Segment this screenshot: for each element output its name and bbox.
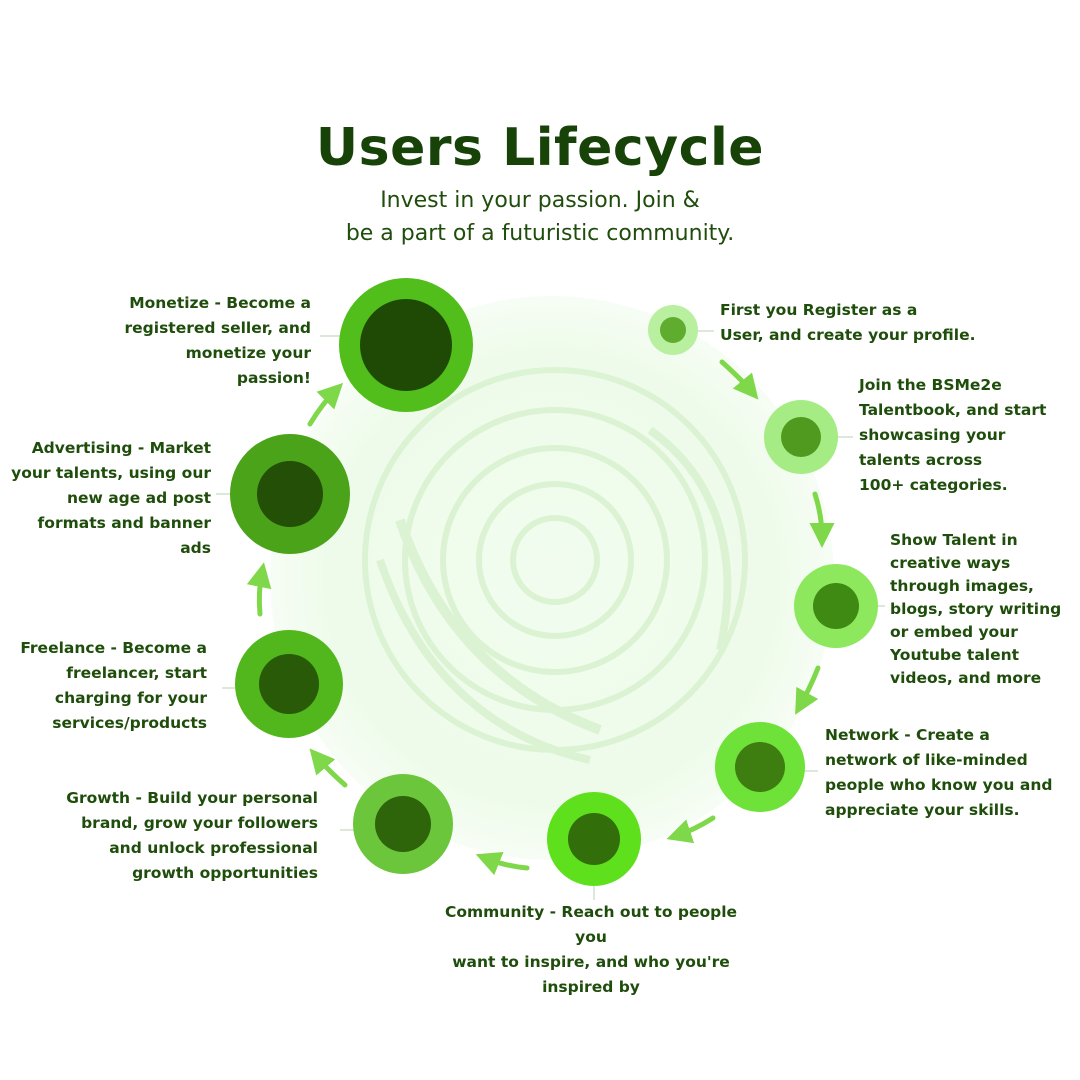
subtitle-line-1: Invest in your passion. Join &: [380, 188, 700, 213]
arrow-icon: [719, 359, 759, 400]
arrow-icon: [809, 491, 835, 548]
arrow-icon: [666, 815, 716, 844]
subtitle-line-2: be a part of a futuristic community.: [345, 221, 735, 246]
step-community: [547, 792, 641, 886]
label-connectors: [216, 330, 885, 900]
arrow-icon: [475, 851, 530, 876]
step-show-talent-text: Show Talent in creative ways through ima…: [890, 531, 1062, 687]
step-advertising: [230, 434, 350, 554]
step-freelance-text: Freelance - Become a freelancer, start c…: [20, 639, 207, 732]
step-monetize-text: Monetize - Become a registered seller, a…: [124, 294, 311, 387]
arrow-icon: [795, 665, 821, 715]
page-title: Users Lifecycle: [315, 118, 765, 178]
arrow-icon: [246, 562, 272, 617]
arrow-icon: [309, 748, 348, 788]
step-monetize: [339, 278, 473, 412]
step-network-text: Network - Create a network of like-minde…: [825, 726, 1053, 819]
step-network: [715, 722, 805, 812]
step-community-text: Community - Reach out to people you want…: [444, 903, 738, 996]
step-advertising-text: Advertising - Market your talents, using…: [11, 439, 211, 557]
step-freelance: [235, 630, 343, 738]
step-growth-text: Growth - Build your personal brand, grow…: [66, 789, 318, 882]
decorative-emblem-icon: [362, 367, 748, 764]
arrow-icon: [307, 382, 344, 427]
flow-arrows: [246, 359, 835, 876]
step-growth: [353, 774, 453, 874]
step-register: [648, 305, 698, 355]
step-show-talent: [794, 564, 878, 648]
step-join: [764, 400, 838, 474]
step-join-text: Join the BSMe2e Talentbook, and start sh…: [859, 376, 1047, 494]
step-register-text: First you Register as a User, and create…: [720, 301, 976, 344]
